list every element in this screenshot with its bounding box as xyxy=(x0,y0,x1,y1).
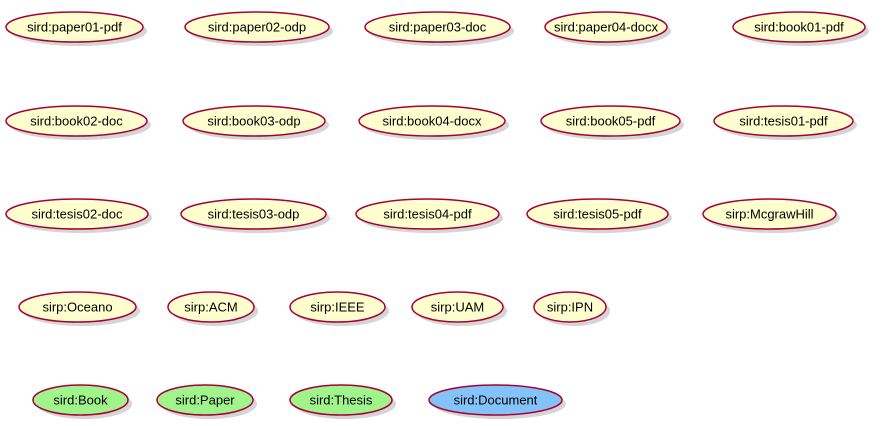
node-label: sird:tesis05-pdf xyxy=(553,207,642,222)
node-sirp-acm[interactable]: sirp:ACM xyxy=(167,291,258,326)
node-sird-tesis04-pdf[interactable]: sird:tesis04-pdf xyxy=(355,198,503,233)
node-sird-paper02-odp[interactable]: sird:paper02-odp xyxy=(184,11,333,46)
node-label: sirp:ACM xyxy=(184,300,237,315)
node-label: sird:paper02-odp xyxy=(208,20,306,35)
node-ellipse xyxy=(5,105,148,137)
node-sird-thesis[interactable]: sird:Thesis xyxy=(289,384,396,419)
node-sird-paper01-pdf[interactable]: sird:paper01-pdf xyxy=(5,11,147,46)
node-ellipse xyxy=(428,384,563,416)
node-sird-document[interactable]: sird:Document xyxy=(428,384,566,419)
node-sird-book01-pdf[interactable]: sird:book01-pdf xyxy=(732,11,869,46)
node-ellipse xyxy=(364,11,511,43)
node-sird-tesis02-doc[interactable]: sird:tesis02-doc xyxy=(5,198,152,233)
node-label: sird:tesis02-doc xyxy=(31,207,123,222)
node-ellipse xyxy=(32,384,129,416)
node-label: sird:paper01-pdf xyxy=(27,20,122,35)
node-sird-paper[interactable]: sird:Paper xyxy=(156,384,257,419)
node-ellipse xyxy=(289,384,393,416)
node-label: sird:Paper xyxy=(175,393,235,408)
node-ellipse xyxy=(182,105,326,137)
node-label: sird:book01-pdf xyxy=(754,20,844,35)
node-sirp-mcgrawhill[interactable]: sirp:McgrawHill xyxy=(702,198,840,233)
node-sird-paper04-docx[interactable]: sird:paper04-docx xyxy=(544,11,671,46)
node-ellipse xyxy=(544,11,668,43)
node-sirp-ipn[interactable]: sirp:IPN xyxy=(533,291,610,326)
node-ellipse xyxy=(355,198,500,230)
node-label: sird:Thesis xyxy=(310,393,373,408)
node-label: sird:tesis03-odp xyxy=(208,207,300,222)
node-label: sirp:IEEE xyxy=(310,300,365,315)
node-ellipse xyxy=(5,11,144,43)
node-label: sirp:McgrawHill xyxy=(725,207,813,222)
node-ellipse xyxy=(167,291,255,323)
node-ellipse xyxy=(180,198,327,230)
node-ellipse xyxy=(526,198,669,230)
node-ellipse xyxy=(540,105,681,137)
node-label: sird:tesis01-pdf xyxy=(739,114,828,129)
node-label: sird:paper04-docx xyxy=(554,20,659,35)
node-sird-book05-pdf[interactable]: sird:book05-pdf xyxy=(540,105,684,140)
node-sirp-oceano[interactable]: sirp:Oceano xyxy=(18,291,140,326)
node-label: sird:book03-odp xyxy=(207,114,300,129)
node-label: sirp:IPN xyxy=(547,300,593,315)
node-label: sird:book05-pdf xyxy=(566,114,656,129)
node-ellipse xyxy=(18,291,137,323)
node-ellipse xyxy=(533,291,607,323)
node-sird-book03-odp[interactable]: sird:book03-odp xyxy=(182,105,329,140)
node-label: sird:Book xyxy=(53,393,108,408)
node-label: sirp:UAM xyxy=(431,300,484,315)
node-label: sird:book04-docx xyxy=(383,114,482,129)
node-label: sirp:Oceano xyxy=(42,300,112,315)
node-sird-tesis05-pdf[interactable]: sird:tesis05-pdf xyxy=(526,198,672,233)
node-label: sird:Document xyxy=(454,393,538,408)
node-ellipse xyxy=(713,105,854,137)
node-label: sird:tesis04-pdf xyxy=(383,207,472,222)
node-label: sird:paper03-doc xyxy=(389,20,487,35)
node-ellipse xyxy=(702,198,837,230)
node-sirp-uam[interactable]: sirp:UAM xyxy=(411,291,507,326)
node-ellipse xyxy=(289,291,386,323)
node-label: sird:book02-doc xyxy=(30,114,123,129)
node-sird-paper03-doc[interactable]: sird:paper03-doc xyxy=(364,11,514,46)
node-ellipse xyxy=(732,11,866,43)
node-sird-tesis01-pdf[interactable]: sird:tesis01-pdf xyxy=(713,105,857,140)
node-ellipse xyxy=(156,384,254,416)
node-ellipse xyxy=(5,198,149,230)
node-sird-book02-doc[interactable]: sird:book02-doc xyxy=(5,105,151,140)
node-sird-book04-docx[interactable]: sird:book04-docx xyxy=(358,105,509,140)
node-sird-tesis03-odp[interactable]: sird:tesis03-odp xyxy=(180,198,330,233)
node-ellipse xyxy=(358,105,506,137)
node-sirp-ieee[interactable]: sirp:IEEE xyxy=(289,291,389,326)
node-ellipse xyxy=(184,11,330,43)
node-sird-book[interactable]: sird:Book xyxy=(32,384,132,419)
node-ellipse xyxy=(411,291,504,323)
